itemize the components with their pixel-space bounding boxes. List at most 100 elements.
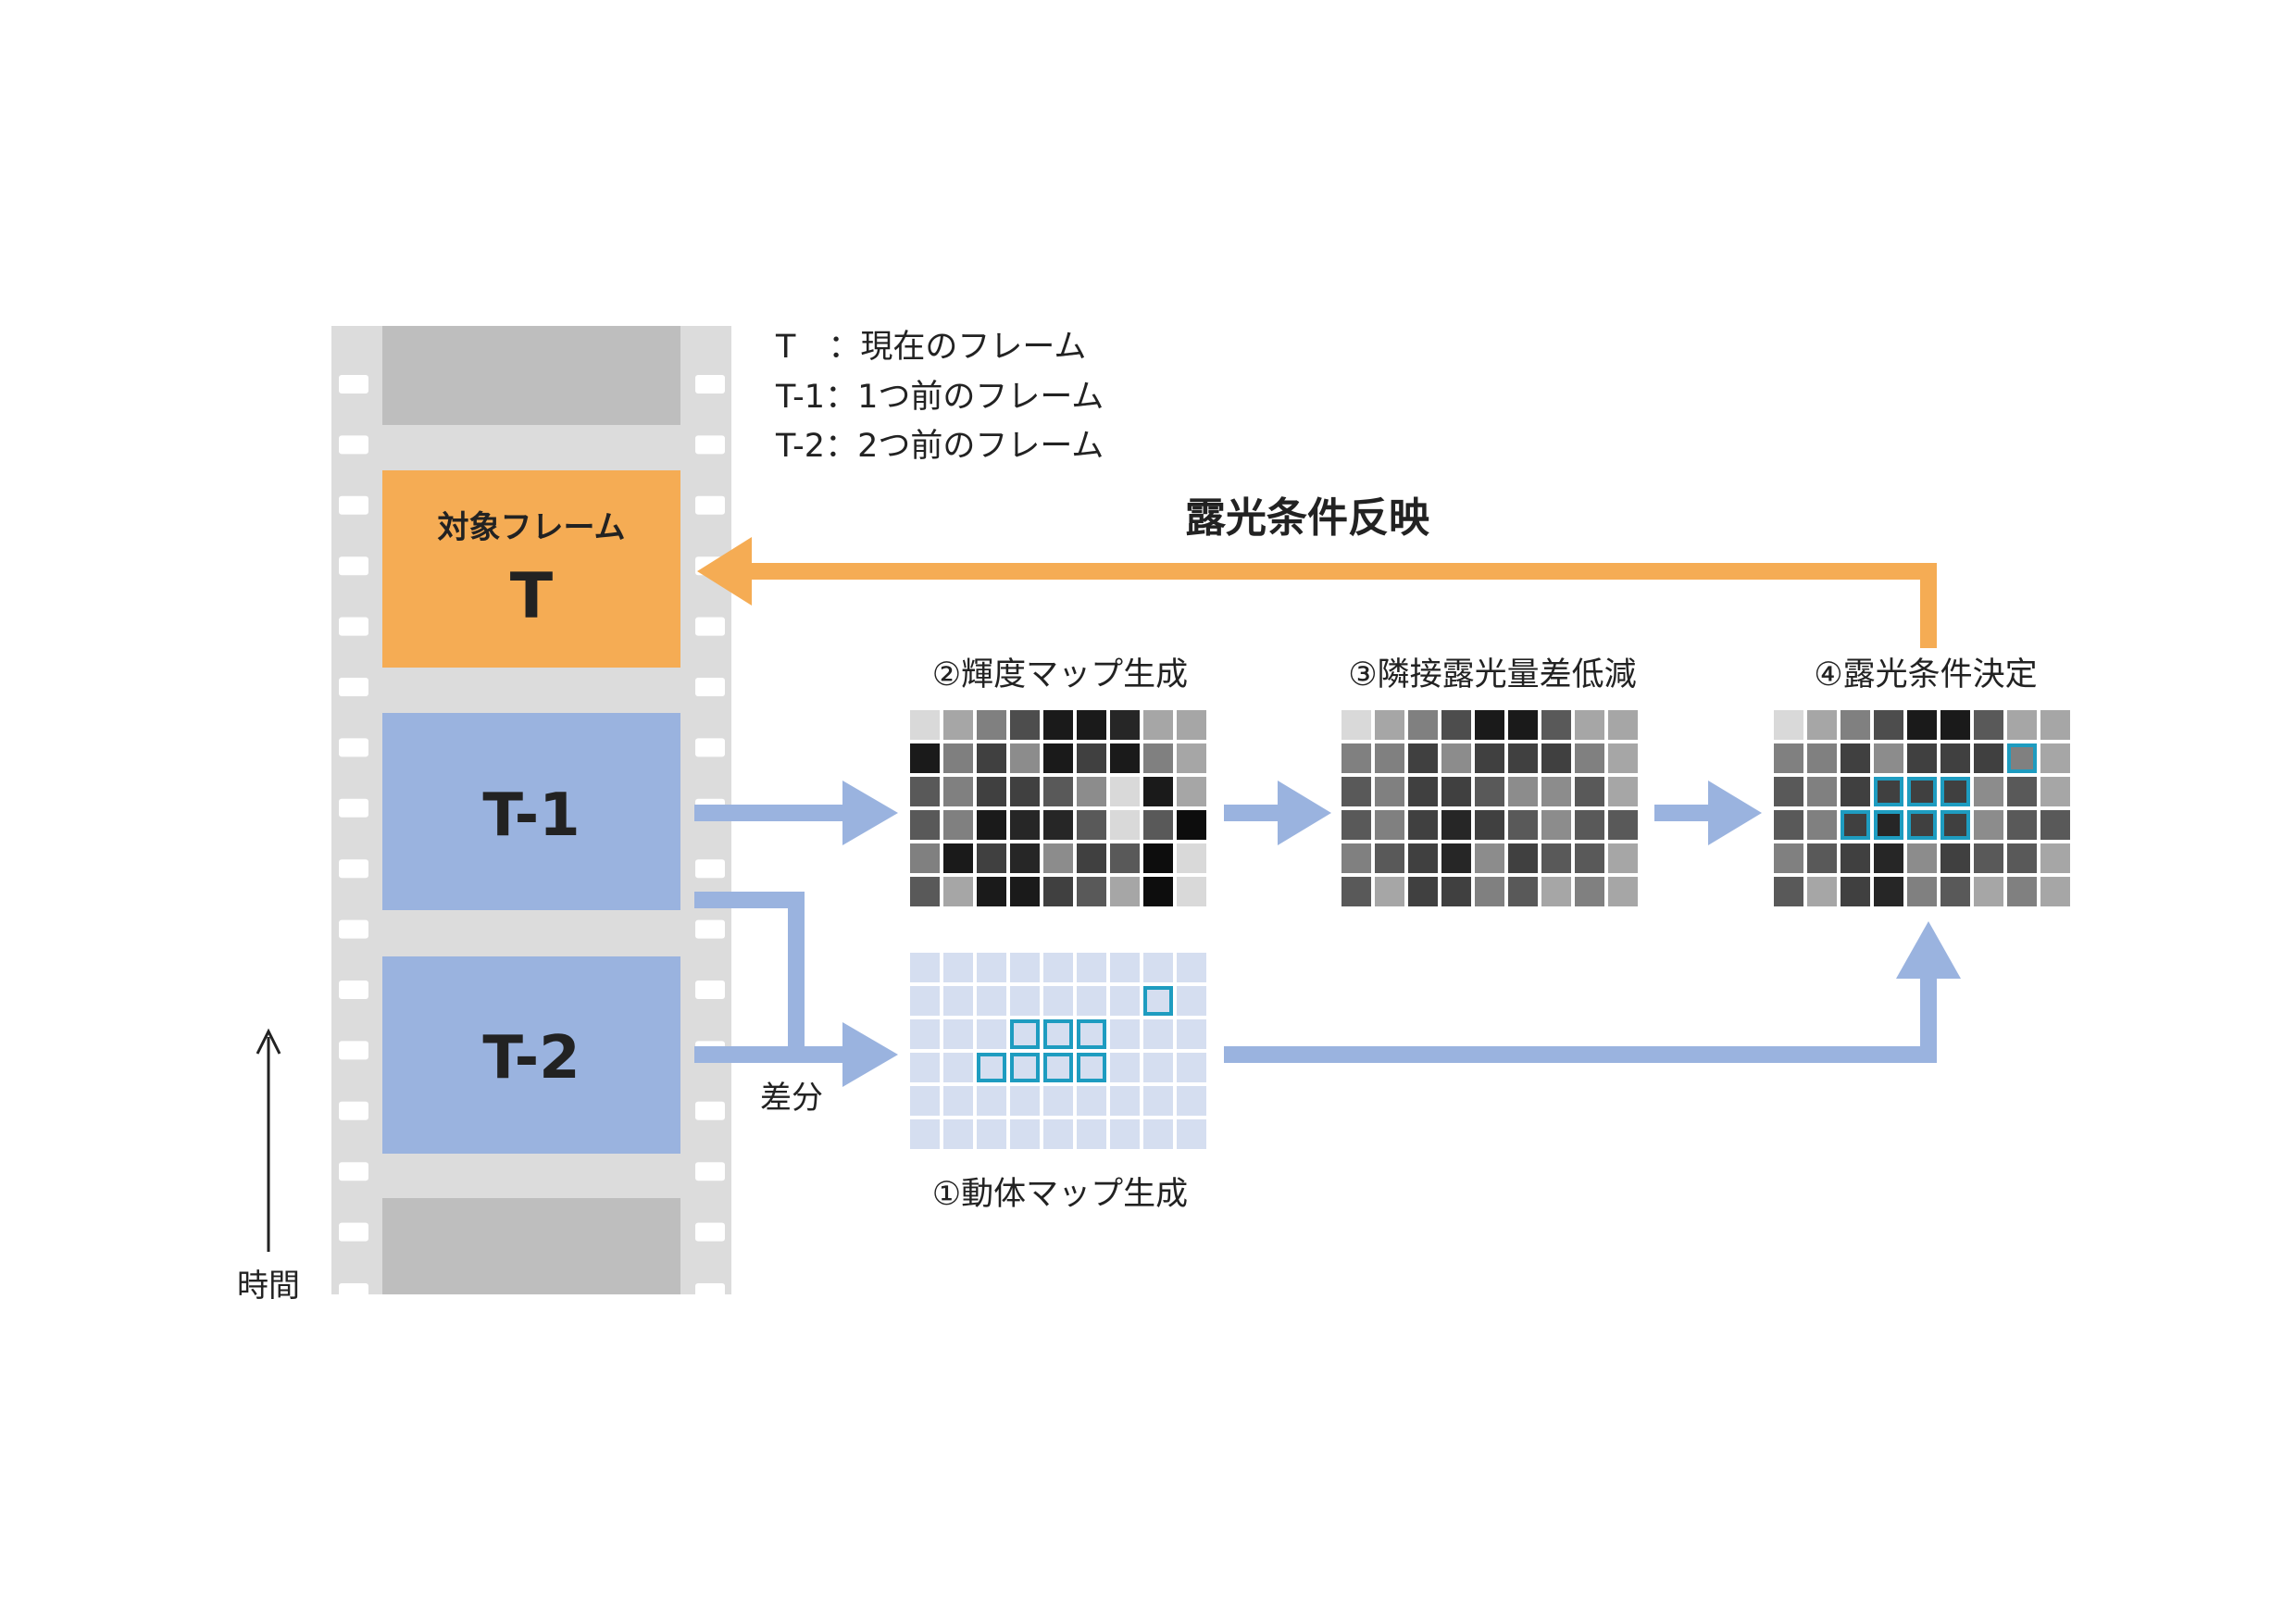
grid-cell [943,777,973,806]
grid-cell [1010,953,1040,982]
grid-cell [1907,743,1937,773]
grid-cell [1774,710,1803,740]
film-perforation-right [695,1222,725,1242]
grid-cell [1110,1019,1140,1049]
film-perforations [339,375,725,1302]
grid-cell [1143,743,1173,773]
grid-cell [1110,953,1140,982]
grid-cell [943,953,973,982]
grid-cell [1375,810,1404,840]
grid-cell [1441,743,1471,773]
film-perforation-left [339,919,368,939]
grid-cell [1010,1119,1040,1149]
grid-cell [1475,710,1504,740]
highlighted-cell [1940,777,1970,806]
grid-cell [1408,743,1438,773]
grid-cell [910,710,940,740]
grid-cell [1077,1053,1106,1082]
grid-cell [1177,1119,1206,1149]
highlighted-cell [1907,777,1937,806]
highlighted-cell [1143,986,1173,1016]
film-perforation-right [695,1283,725,1302]
film-perforation-left [339,1222,368,1242]
grid-cell [1110,810,1140,840]
grid-cell [1043,843,1073,873]
grid-cell [910,1119,940,1149]
grid-cell [1177,777,1206,806]
luminance-map-grid [910,710,1206,906]
step4-label: ④露光条件決定 [1814,656,2037,693]
grid-cell [977,843,1006,873]
grid-cell [910,843,940,873]
grid-cell [943,743,973,773]
grid-cell [1874,810,1903,840]
film-strip: 対象フレーム T T-1 T-2 [322,326,741,1302]
grid-cell [1475,810,1504,840]
grid-cell [1408,810,1438,840]
grid-cell [2040,877,2070,906]
grid-cell [1575,777,1604,806]
grid-cell [1807,843,1837,873]
frame-t-minus-1 [382,713,680,910]
step2-label: ②輝度マップ生成 [932,656,1188,693]
grid-cell [1807,877,1837,906]
film-perforation-left [339,1162,368,1181]
grid-cell [943,810,973,840]
grid-cell [2007,843,2037,873]
grid-cell [1974,710,2003,740]
grid-cell [1110,1119,1140,1149]
film-perforation-left [339,859,368,879]
final-exposure-map-grid [1774,710,2070,906]
grid-cell [1841,810,1870,840]
grid-cell [910,953,940,982]
grid-cell [1874,843,1903,873]
grid-cell [977,1053,1006,1082]
difference-label: 差分 [760,1080,823,1117]
highlighted-cell [1874,810,1903,840]
arrow-t1-to-luminance-shaft [694,805,852,821]
film-perforation-left [339,556,368,576]
legend-line-t2: T-2：2つ前のフレーム [775,428,1104,465]
grid-cell [1143,986,1173,1016]
grid-cell [1940,810,1970,840]
grid-cell [1043,953,1073,982]
grid-cell [1541,810,1571,840]
grid-cell [1143,710,1173,740]
grid-cell [1341,810,1371,840]
grid-cell [977,986,1006,1016]
grid-cell [1608,710,1638,740]
film-perforation-left [339,375,368,394]
time-axis: 時間 [237,1028,300,1305]
film-perforation-right [695,738,725,757]
grid-cell [1841,777,1870,806]
arrow-t1-to-luminance-head [842,781,898,845]
grid-cell [943,1086,973,1116]
grid-cell [2007,810,2037,840]
frame-lower-gray [382,1198,680,1294]
t-minus-1-label: T-1 [482,781,580,850]
highlighted-cell [1077,1019,1106,1049]
grid-cell [1508,743,1538,773]
grid-cell [1874,710,1903,740]
frame-upper-gray [382,326,680,425]
grid-cell [1010,1086,1040,1116]
grid-cell [1575,843,1604,873]
grid-cell [1143,953,1173,982]
film-perforation-right [695,1162,725,1181]
arrow-luminance-to-smoothed-shaft [1224,805,1287,821]
grid-cell [1110,777,1140,806]
grid-cell [1341,710,1371,740]
grid-cell [910,1086,940,1116]
grid-cell [1940,843,1970,873]
film-perforation-left [339,678,368,696]
grid-cell [1907,710,1937,740]
grid-cell [1541,710,1571,740]
grid-cell [1807,743,1837,773]
feedback-label: 露光条件反映 [1185,494,1429,542]
grid-cell [1408,843,1438,873]
highlighted-cell [1874,777,1903,806]
grid-cell [910,877,940,906]
film-perforation-left [339,435,368,455]
grid-cell [1608,877,1638,906]
feedback-arrow-line [745,563,1937,648]
